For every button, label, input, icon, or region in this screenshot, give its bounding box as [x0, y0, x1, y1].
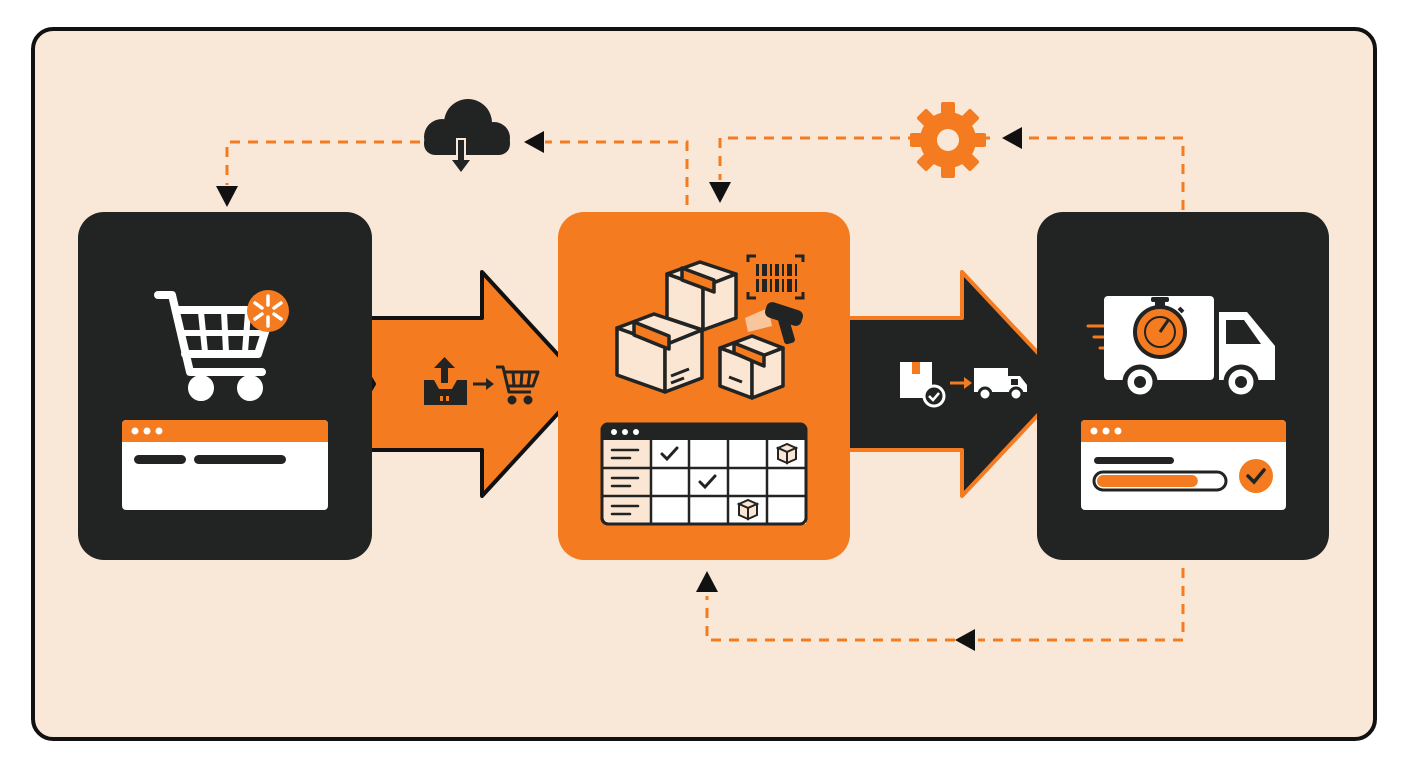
small-truck-icon: [974, 368, 1027, 402]
stage-fulfillment-center: [558, 212, 850, 560]
loop-cloud: [225, 140, 689, 205]
loop-bottom-arrowhead-left: [955, 629, 975, 651]
loop-bottom: [705, 568, 1185, 642]
shopping-cart-icon: [154, 291, 276, 401]
delivery-truck-icon: [1086, 296, 1275, 400]
spreadsheet-grid: [600, 422, 808, 526]
browser-window: [122, 420, 328, 510]
inbox-upload-icon: [424, 357, 467, 405]
cloud-download-icon: [424, 99, 510, 176]
small-box-icon: [736, 442, 799, 521]
stacked-boxes-icon: [615, 260, 785, 400]
loop-bottom-arrowhead-up: [696, 571, 718, 592]
arrow-right-icon: [950, 377, 972, 389]
small-cart-icon: [496, 365, 540, 405]
loop-gear: [718, 136, 1185, 210]
barcode-scanner-icon: [745, 302, 803, 345]
browser-window-progress: [1081, 420, 1286, 510]
stage-order-platform: [78, 212, 372, 560]
spark-badge-icon: [247, 290, 289, 332]
connector-arrow-1: [333, 270, 587, 498]
loop-gear-arrowhead-left: [1002, 127, 1022, 149]
arrow-right-icon: [473, 378, 494, 390]
stage-delivery: [1037, 212, 1329, 560]
stopwatch-icon: [1133, 297, 1187, 359]
barcode-icon: [746, 254, 805, 300]
loop-gear-arrowhead-down: [709, 182, 731, 203]
box-check-icon: [900, 362, 946, 408]
progress-fill: [1097, 475, 1198, 487]
gear-icon: [910, 102, 986, 178]
loop-cloud-arrowhead-down: [216, 186, 238, 207]
loop-cloud-arrowhead-left: [524, 131, 544, 153]
check-icon: [660, 446, 717, 490]
check-circle-icon: [1239, 459, 1273, 493]
